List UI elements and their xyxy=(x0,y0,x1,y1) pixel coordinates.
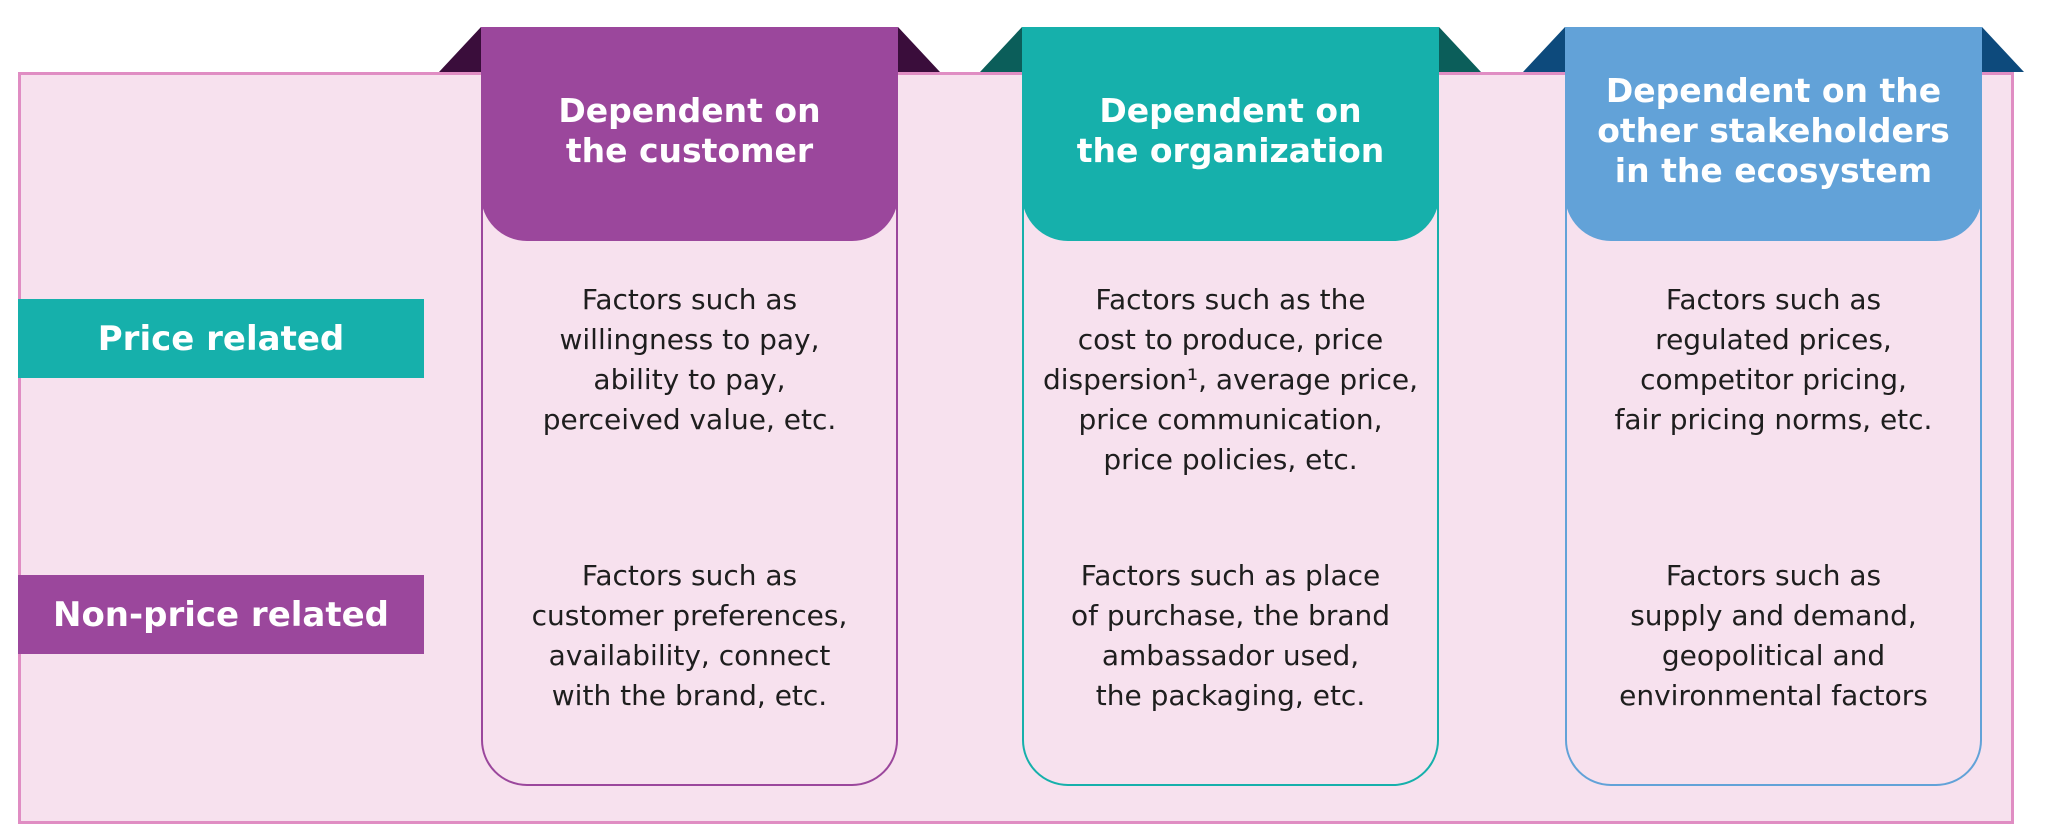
column-header: Dependent on the other stakeholders in t… xyxy=(1565,27,1982,241)
column-header: Dependent on the customer xyxy=(481,27,898,241)
fold-left xyxy=(1523,27,1565,72)
cell-line: with the brand, etc. xyxy=(551,679,828,712)
fold-left xyxy=(439,27,481,72)
fold-right xyxy=(898,27,940,72)
cell-price: Factors such as willingness to pay, abil… xyxy=(481,280,898,440)
cell-line: Factors such as place xyxy=(1080,559,1381,592)
column-customer: Dependent on the customer Factors such a… xyxy=(439,0,940,834)
cell-non-price: Factors such as supply and demand, geopo… xyxy=(1565,556,1982,716)
fold-right xyxy=(1439,27,1481,72)
cell-line: Factors such as xyxy=(1665,283,1882,316)
cell-line: Factors such as xyxy=(581,283,798,316)
cell-line: price policies, etc. xyxy=(1103,443,1358,476)
header-line: Dependent on the xyxy=(1605,71,1942,110)
cell-line: Factors such as xyxy=(1665,559,1882,592)
cell-line: competitor pricing, xyxy=(1640,363,1907,396)
cell-line: cost to produce, price xyxy=(1077,323,1384,356)
fold-left xyxy=(980,27,1022,72)
cell-price: Factors such as regulated prices, compet… xyxy=(1565,280,1982,440)
cell-line: geopolitical and xyxy=(1661,639,1886,672)
row-label-price: Price related xyxy=(18,299,424,378)
header-line: other stakeholders xyxy=(1597,111,1950,150)
cell-line: the packaging, etc. xyxy=(1095,679,1366,712)
cell-non-price: Factors such as customer preferences, av… xyxy=(481,556,898,716)
header-line: Dependent on xyxy=(558,91,821,130)
header-line: Dependent on xyxy=(1099,91,1362,130)
header-line: in the ecosystem xyxy=(1614,151,1933,190)
cell-price: Factors such as the cost to produce, pri… xyxy=(1022,280,1439,480)
cell-line: regulated prices, xyxy=(1655,323,1892,356)
cell-line: ambassador used, xyxy=(1101,639,1360,672)
row-label-non-price: Non-price related xyxy=(18,575,424,654)
header-line: the organization xyxy=(1076,131,1385,170)
cell-line: price communication, xyxy=(1078,403,1383,436)
cell-line: perceived value, etc. xyxy=(542,403,837,436)
cell-line: environmental factors xyxy=(1619,679,1928,712)
cell-line: Factors such as xyxy=(581,559,798,592)
cell-line: availability, connect xyxy=(548,639,831,672)
cell-line: supply and demand, xyxy=(1630,599,1917,632)
cell-line: fair pricing norms, etc. xyxy=(1614,403,1933,436)
cell-line: ability to pay, xyxy=(593,363,786,396)
column-ecosystem: Dependent on the other stakeholders in t… xyxy=(1523,0,2024,834)
cell-non-price: Factors such as place of purchase, the b… xyxy=(1022,556,1439,716)
fold-right xyxy=(1982,27,2024,72)
column-header: Dependent on the organization xyxy=(1022,27,1439,241)
cell-line: dispersion¹, average price, xyxy=(1042,363,1419,396)
column-organization: Dependent on the organization Factors su… xyxy=(980,0,1481,834)
cell-line: customer preferences, xyxy=(531,599,848,632)
header-line: the customer xyxy=(565,131,814,170)
cell-line: Factors such as the xyxy=(1095,283,1366,316)
cell-line: willingness to pay, xyxy=(559,323,820,356)
cell-line: of purchase, the brand xyxy=(1070,599,1391,632)
